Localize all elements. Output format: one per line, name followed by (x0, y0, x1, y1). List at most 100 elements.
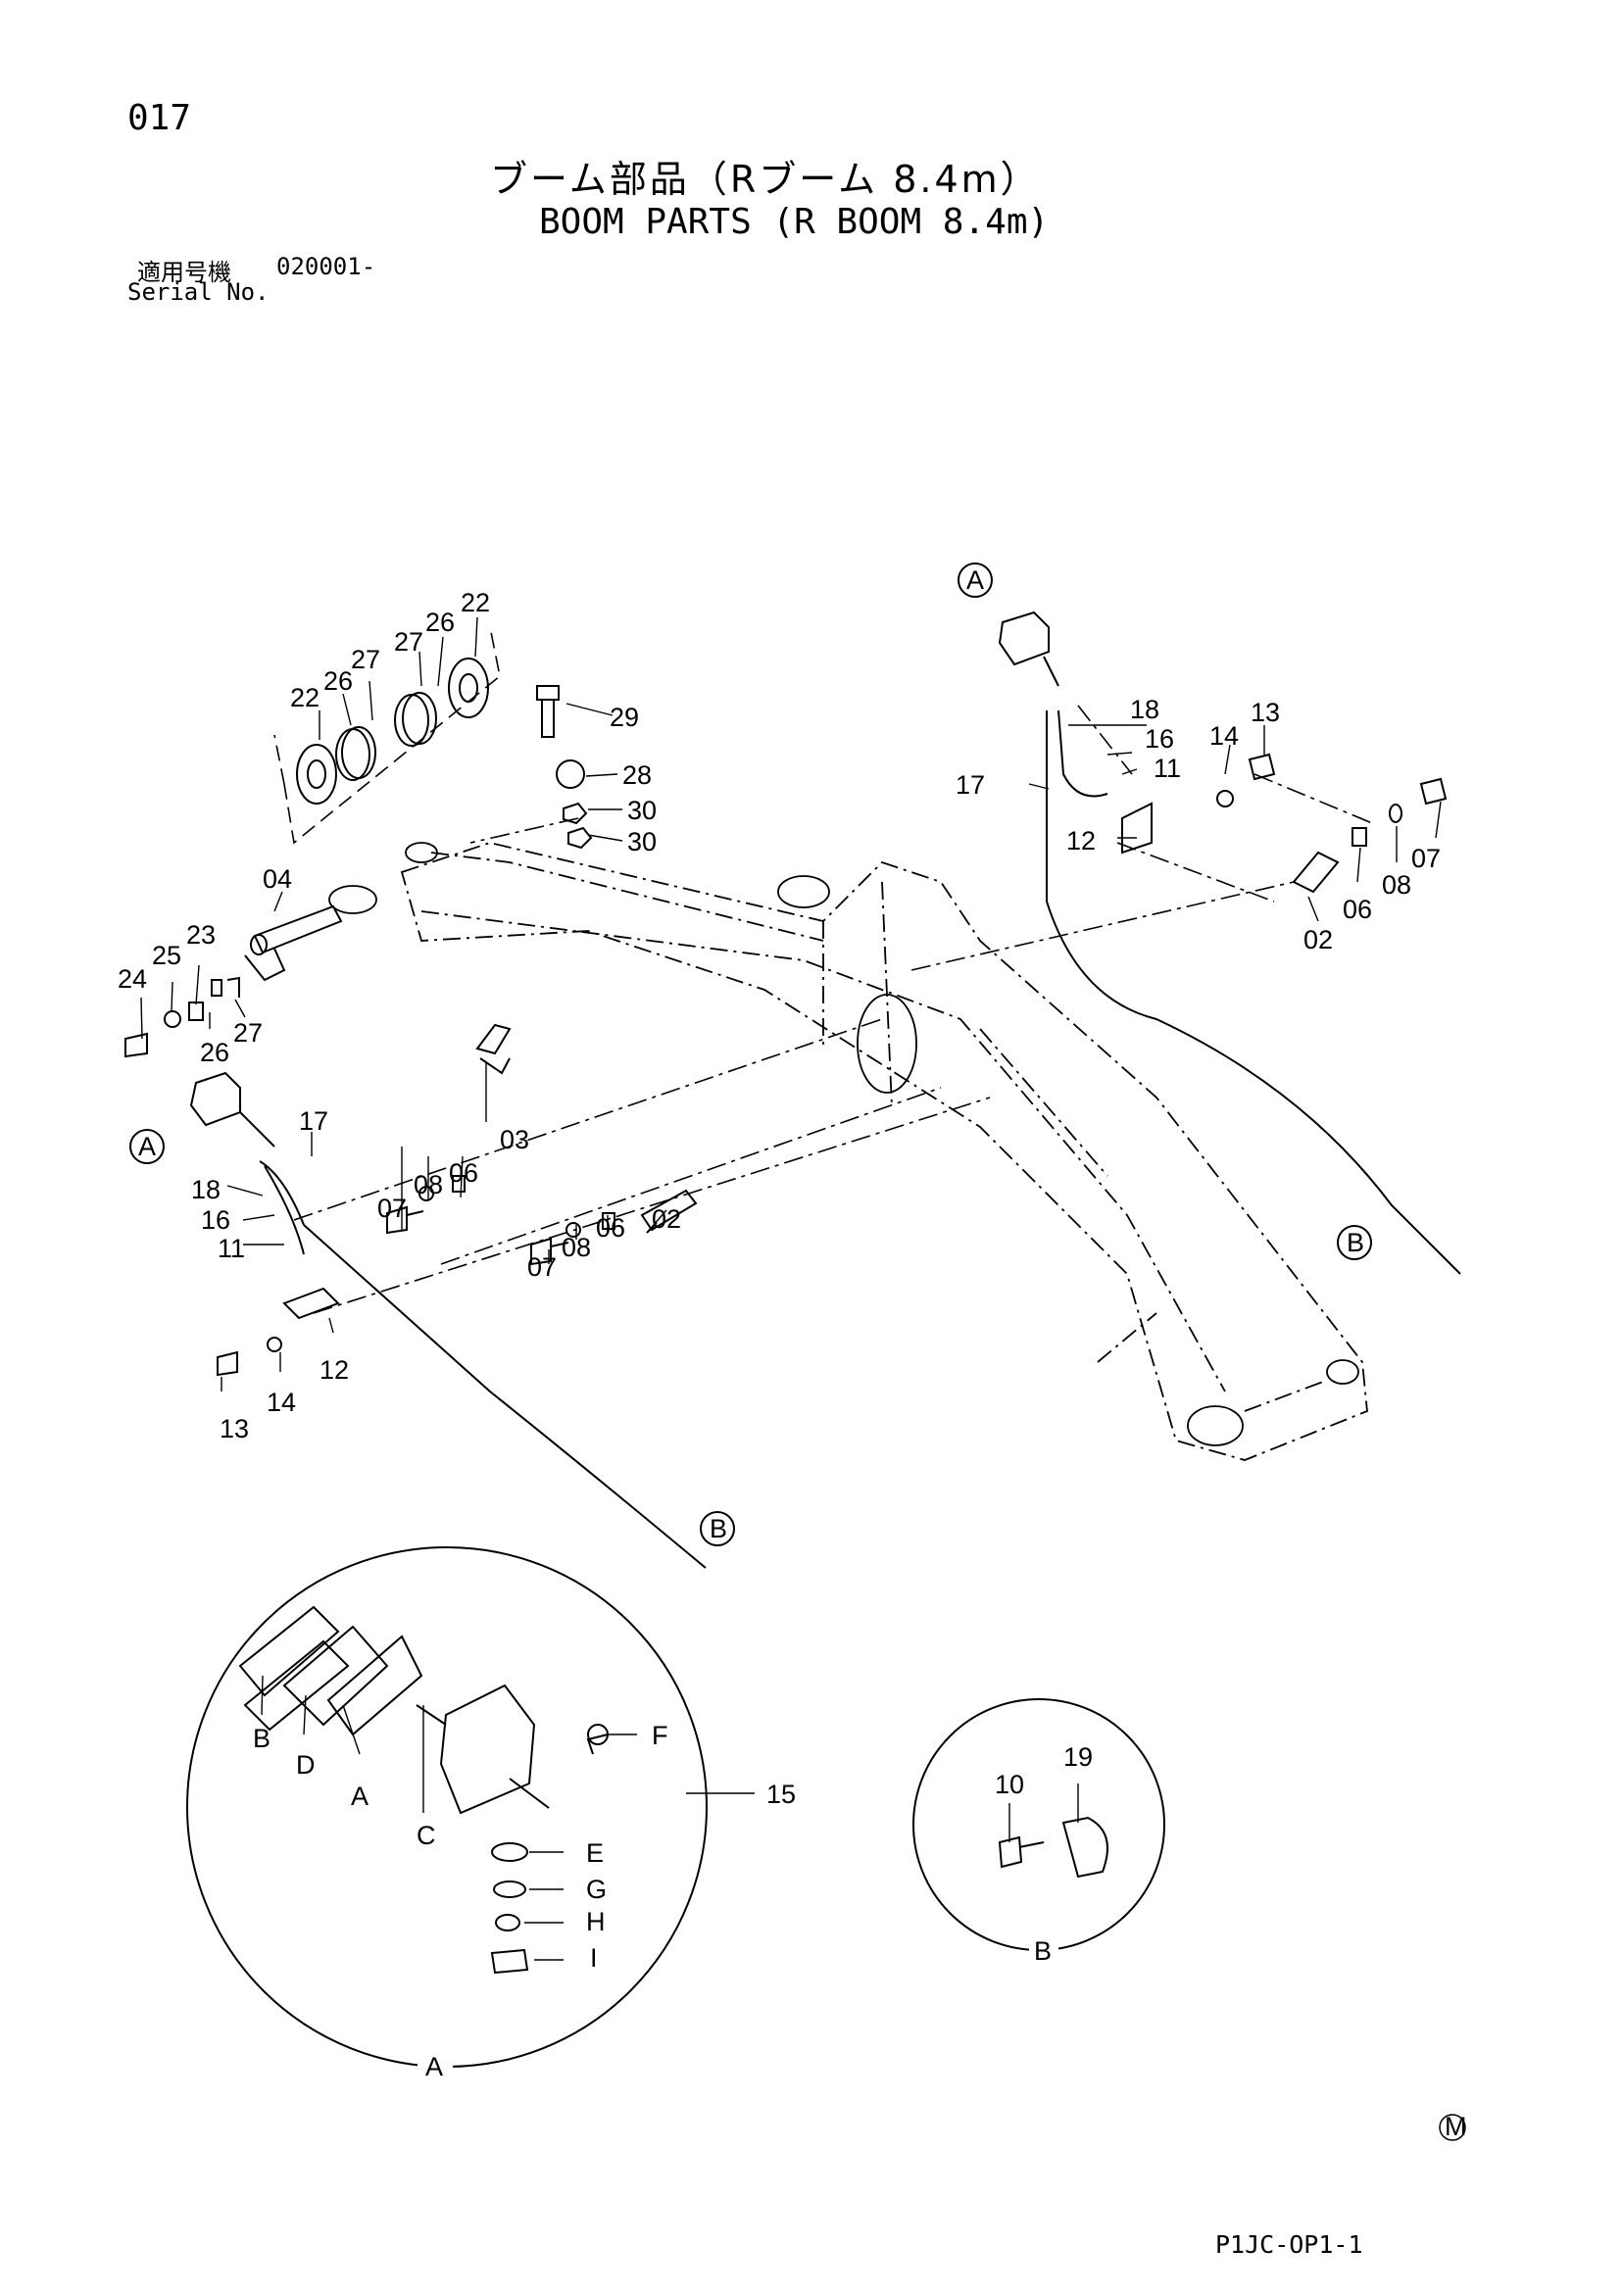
washer-08-upper (418, 1186, 434, 1201)
leader-lines (140, 616, 1442, 1961)
callout-detail-f: F (652, 1721, 668, 1750)
ref-circle-a-right (958, 562, 993, 598)
bolt-07-lower (530, 1237, 569, 1266)
callout-27a: 27 (351, 645, 380, 674)
callout-26c: 26 (200, 1038, 229, 1067)
detail-circle-labels (418, 1936, 1058, 2081)
plate-06-lower (602, 1212, 615, 1230)
callout-detail-a: A (351, 1782, 369, 1811)
callout-detail-b: B (253, 1724, 270, 1753)
washer-14-left (267, 1337, 282, 1352)
washer-08-right (1389, 804, 1402, 823)
callout-11a: 11 (218, 1234, 245, 1263)
callout-07a: 07 (377, 1194, 407, 1223)
ref-circle-b-right (1337, 1225, 1372, 1260)
callout-14a: 14 (267, 1388, 296, 1417)
callout-detail-e: E (586, 1838, 604, 1868)
callout-13a: 13 (220, 1414, 249, 1443)
callout-16a: 16 (201, 1205, 230, 1235)
callout-30b: 30 (627, 827, 657, 856)
callout-22b: 22 (461, 588, 490, 617)
ref-tags (129, 562, 1372, 1546)
title-english: BOOM PARTS (R BOOM 8.4m) (539, 202, 1050, 242)
callout-06c: 06 (1343, 895, 1372, 924)
callouts-upper-left: 22 26 27 27 26 22 29 28 30 30 04 23 25 2… (118, 588, 657, 1067)
callout-18a: 18 (191, 1175, 221, 1204)
ref-letter-a-right: A (966, 565, 984, 595)
callout-25: 25 (152, 941, 181, 970)
bolt-13-right (1248, 753, 1276, 781)
detail-b-label: B (1034, 1936, 1052, 1966)
serial-value: 020001- (276, 253, 376, 280)
assembly-lines (293, 705, 1373, 1314)
bolt-13-left (217, 1350, 238, 1377)
pin-02-right (1292, 851, 1340, 894)
bracket-12-left (282, 1287, 340, 1320)
boom-cylinder-bosses (328, 842, 1359, 1446)
callout-12a: 12 (319, 1355, 349, 1385)
callout-detail-d: D (296, 1750, 316, 1780)
ref-letter-a-left: A (138, 1132, 156, 1161)
ref-tag-letters: A A B B (138, 565, 1364, 1543)
detail-a-circle (186, 1546, 708, 2068)
boom-outline (400, 842, 1368, 1461)
ref-circle-a-left (129, 1129, 165, 1164)
detail-b-parts (998, 1816, 1108, 1879)
page-code: P1JC-OP1-1 (1215, 2230, 1363, 2259)
callout-18b: 18 (1130, 695, 1159, 724)
callout-27b: 27 (394, 627, 423, 657)
callout-13b: 13 (1251, 698, 1280, 727)
serial-label-english: Serial No. (127, 278, 270, 306)
callout-07c: 07 (1411, 844, 1441, 873)
callout-04: 04 (263, 864, 292, 894)
callout-24: 24 (118, 964, 147, 994)
detail-a-label: A (425, 2052, 443, 2081)
callout-02a: 02 (652, 1204, 681, 1234)
callout-26a: 26 (323, 666, 353, 696)
manufacturer-mark-circle (1439, 2114, 1466, 2141)
lamp-right (998, 611, 1461, 1275)
callout-detail-g: G (586, 1875, 607, 1904)
callout-11b: 11 (1154, 754, 1181, 783)
callout-08a: 08 (414, 1170, 443, 1199)
callout-12b: 12 (1066, 826, 1096, 855)
callout-28: 28 (622, 760, 652, 790)
callout-03: 03 (500, 1125, 529, 1154)
callout-detail-h: H (586, 1907, 606, 1936)
bolt-29 (536, 685, 560, 738)
detail-a-label-bg (418, 2052, 453, 2081)
callout-23: 23 (186, 920, 216, 950)
title-japanese: ブーム部品（Rブーム 8.4m） (490, 158, 1041, 201)
detail-b-circle (912, 1698, 1165, 1951)
callouts-lamp-right: 18 16 11 12 17 14 13 07 08 06 02 (956, 695, 1441, 954)
washer-14-right (1216, 790, 1234, 807)
callouts-detail-b: 10 19 (995, 1742, 1093, 1799)
callout-10: 10 (995, 1770, 1024, 1799)
callout-22a: 22 (290, 683, 319, 712)
callout-08c: 08 (1382, 870, 1411, 900)
callout-detail-i: I (590, 1943, 598, 1973)
page-number: 017 (127, 98, 192, 138)
nut-30b (567, 826, 593, 850)
callout-14b: 14 (1209, 721, 1239, 751)
nut-30a (563, 802, 588, 825)
ref-letter-b-right: B (1347, 1228, 1364, 1257)
washer-group (296, 658, 489, 805)
plate-06-right (1352, 827, 1367, 847)
collar-28 (556, 759, 585, 789)
callout-17a: 17 (299, 1106, 328, 1136)
pin-03 (475, 1023, 512, 1075)
callout-17b: 17 (956, 770, 985, 800)
bracket-12-right (1121, 802, 1153, 855)
bolt-07-upper (386, 1205, 424, 1235)
callout-29: 29 (610, 703, 639, 732)
callouts-lamp-left: 17 18 16 11 12 14 13 (191, 1106, 349, 1443)
callout-27c: 27 (233, 1018, 263, 1048)
callout-detail-c: C (417, 1821, 436, 1850)
ref-circle-b-left (700, 1511, 735, 1546)
callout-06a: 06 (449, 1158, 478, 1188)
washer-08-lower (565, 1222, 581, 1238)
manufacturer-mark: M (1445, 2112, 1467, 2141)
detail-a-lamp (238, 1605, 609, 1815)
small-parts-left (124, 976, 240, 1058)
